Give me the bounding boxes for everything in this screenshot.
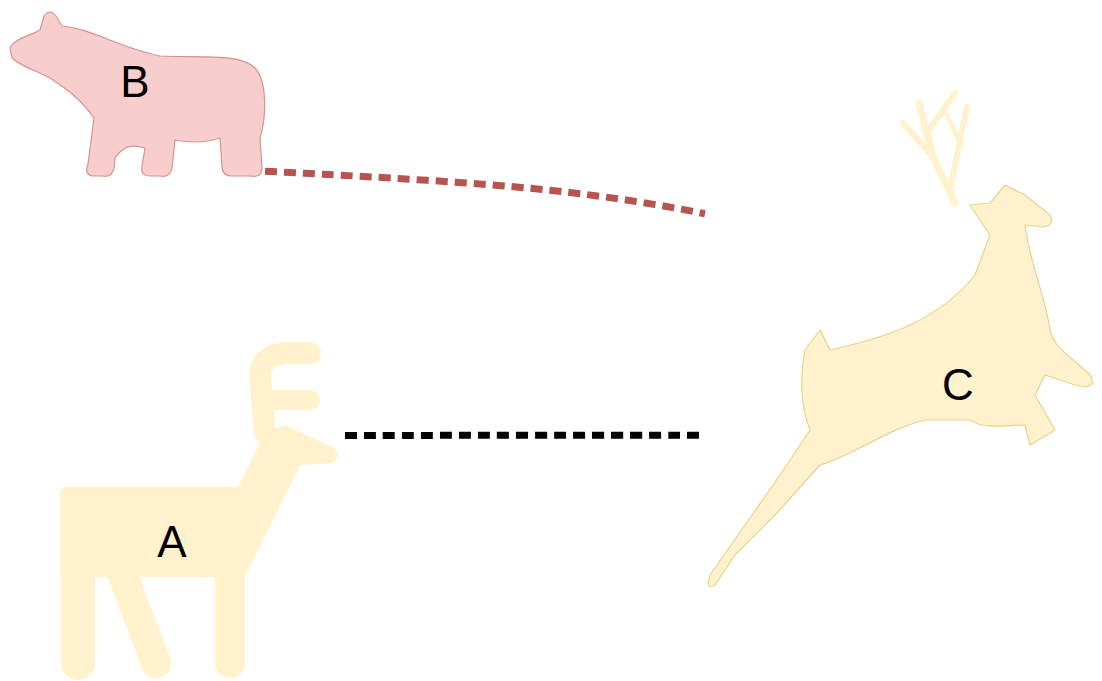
- leaping-deer-silhouette: C: [705, 85, 1095, 600]
- silhouette-part: [260, 353, 310, 433]
- dashed-connector: [345, 432, 705, 439]
- silhouette-part: [215, 565, 245, 663]
- silhouette-part: [122, 573, 156, 663]
- silhouette-part: [10, 12, 265, 176]
- silhouette-part: [947, 115, 961, 145]
- node-label: C: [942, 363, 974, 407]
- silhouette-part: [61, 573, 95, 663]
- deer-silhouette-outline: [60, 345, 345, 680]
- deer-silhouette: A: [60, 345, 345, 680]
- leaping-deer-silhouette-outline: [705, 85, 1095, 600]
- node-label: B: [120, 60, 149, 104]
- silhouette-part: [263, 390, 310, 410]
- silhouette-part: [708, 185, 1092, 586]
- node-label: A: [157, 520, 186, 564]
- bear-silhouette: B: [10, 8, 265, 178]
- silhouette-part: [60, 425, 338, 577]
- dashed-connector: [265, 171, 705, 214]
